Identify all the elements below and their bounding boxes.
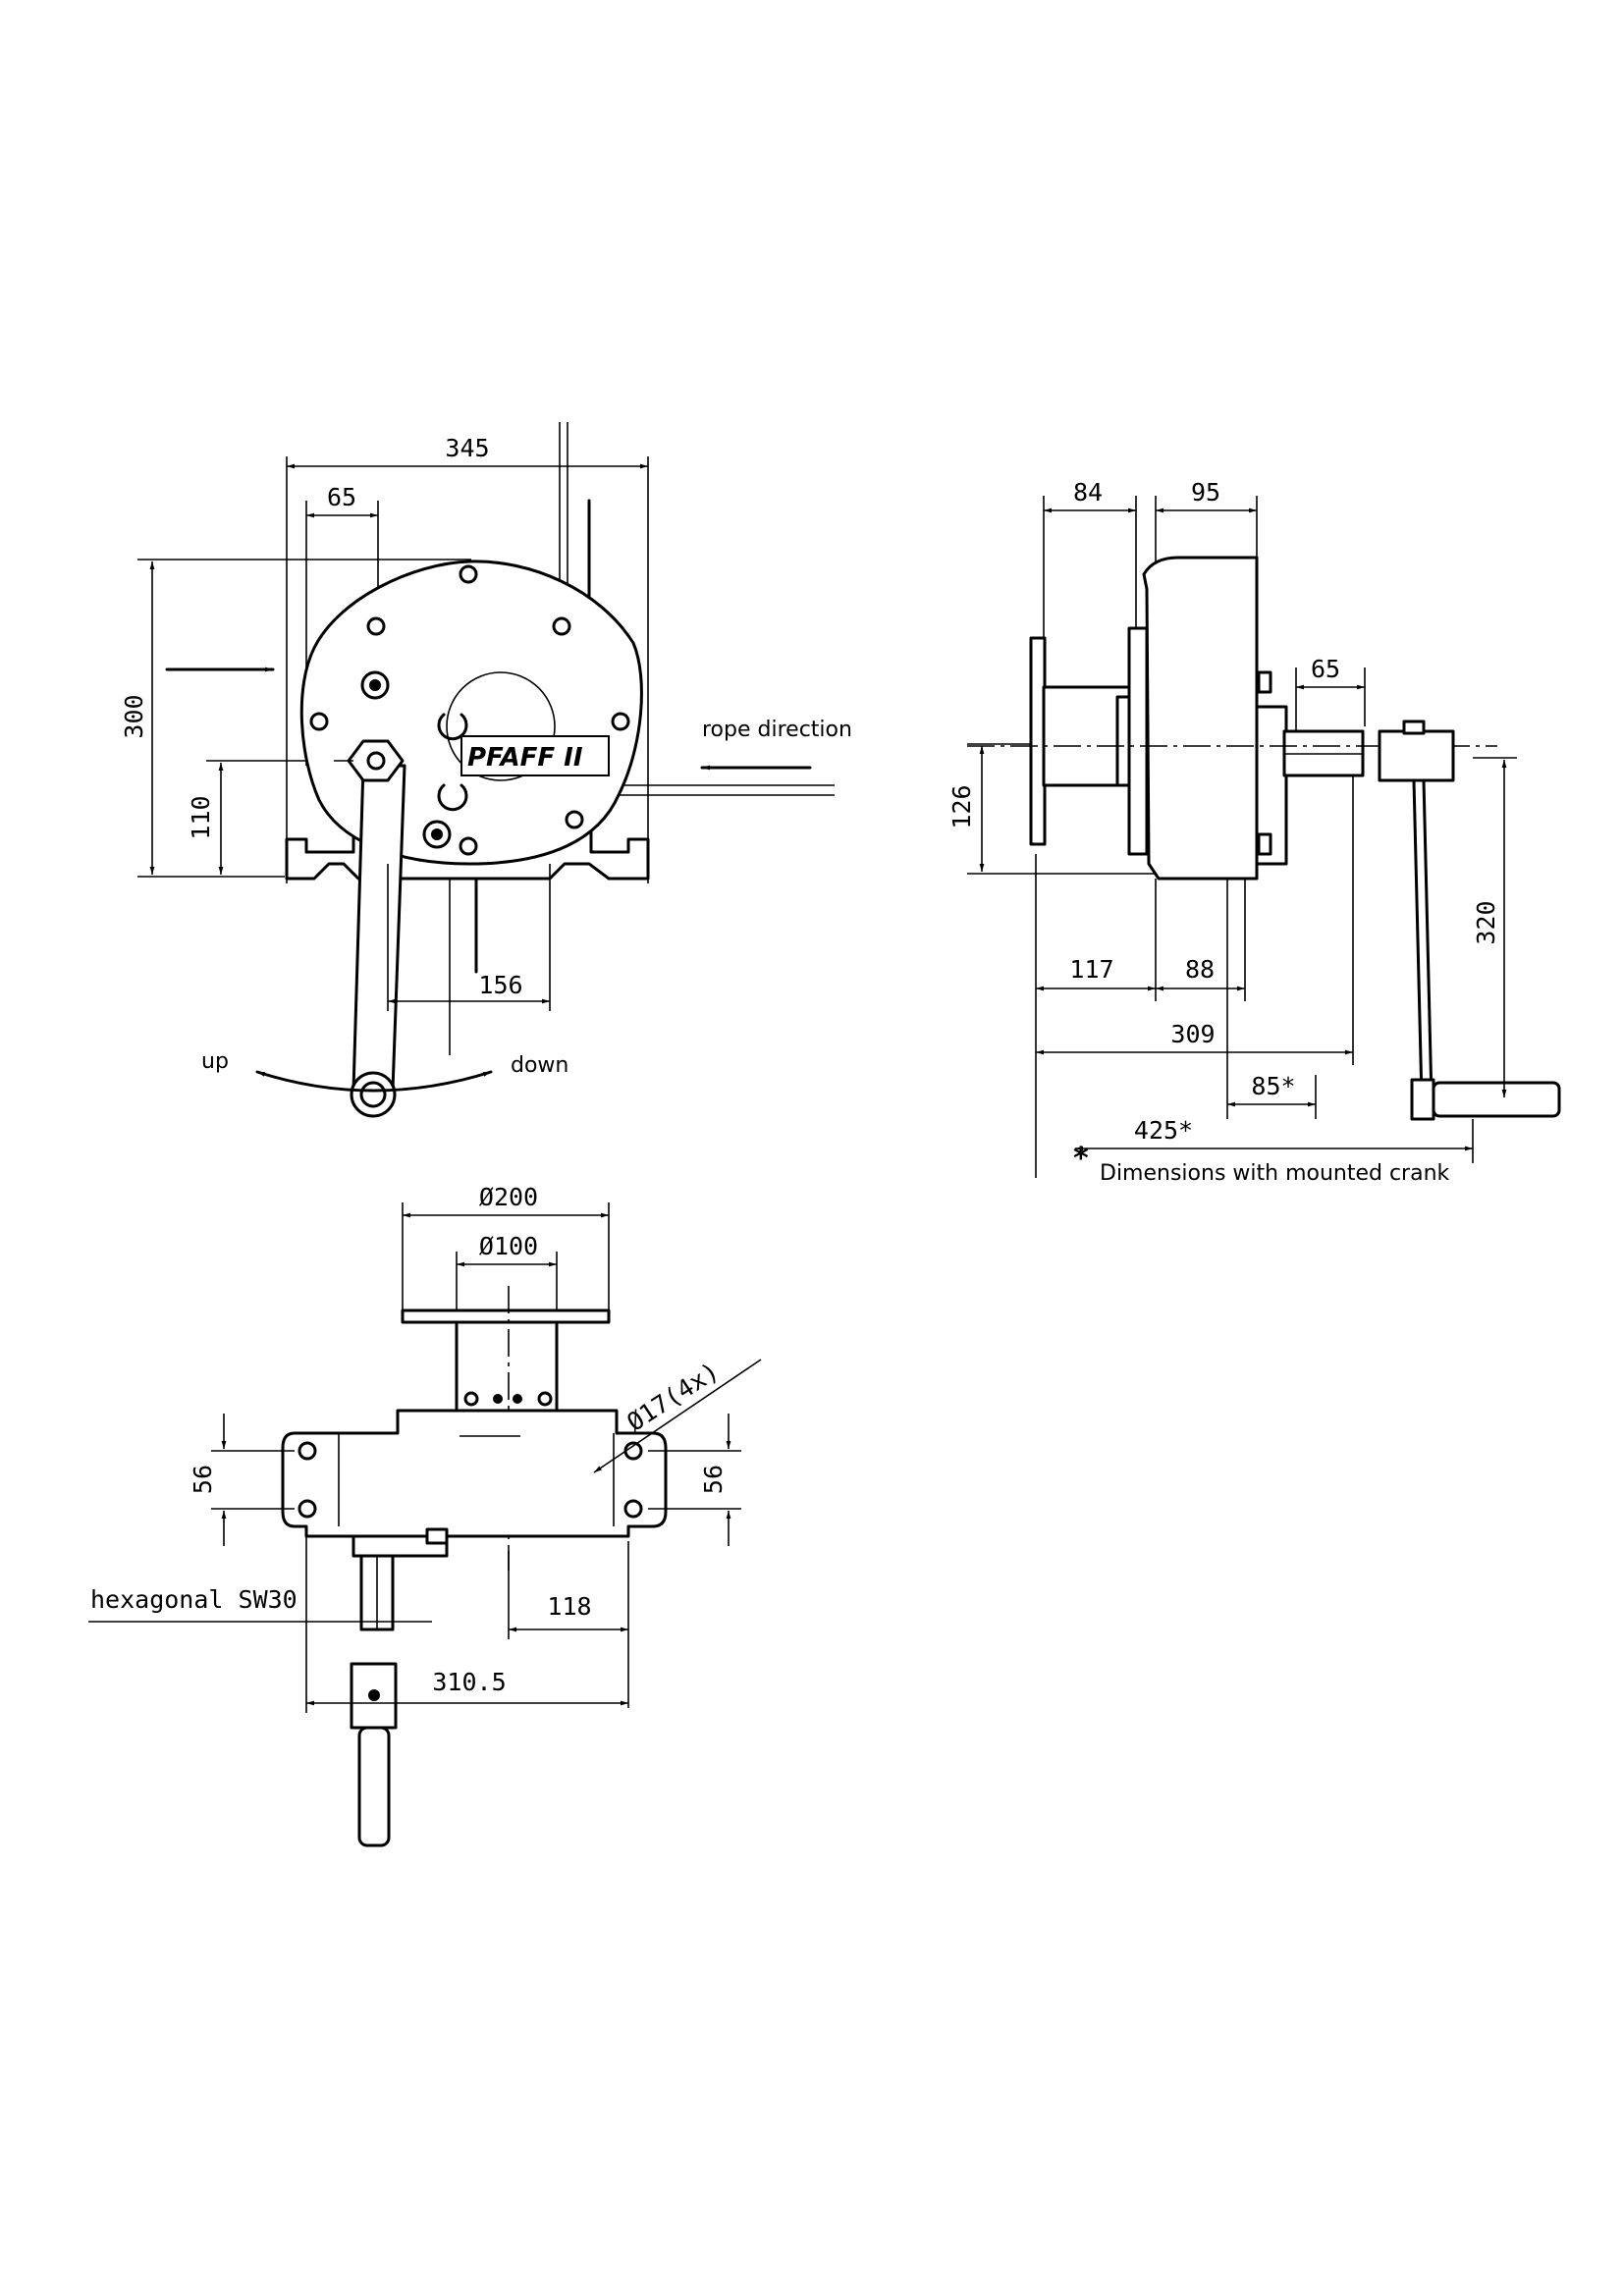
shaft-collar [352,1534,449,1558]
dim-85: 85* [1251,1072,1295,1100]
dim-320: 320 [1472,900,1500,944]
dim-56-left: 56 [189,1465,217,1494]
crank-handle [350,1071,397,1118]
up-label: up [201,1049,229,1074]
front-view: 345 65 300 110 rope direction [120,422,852,1118]
top-housing [281,1409,668,1538]
dim-117: 117 [1069,955,1113,984]
footnote-marker: * [1073,1142,1089,1176]
winch-housing [299,560,643,866]
dim-65: 65 [327,483,356,511]
dim-d200: Ø200 [479,1183,538,1211]
rope-direction-label: rope direction [702,718,852,742]
rotate-icon-up [437,713,468,741]
crank-grip [1432,1081,1561,1118]
dim-300: 300 [120,694,148,738]
dim-126: 126 [947,784,976,828]
logo-text: PFAFF II [467,743,583,773]
dim-d17: Ø17(4x) [622,1357,724,1437]
dim-65-side: 65 [1311,655,1340,683]
brand-logo: PFAFF II [460,735,610,776]
footnote-text: Dimensions with mounted crank [1100,1161,1450,1186]
top-view: Ø200 Ø100 Ø17(4x) 56 [88,1183,762,1847]
drum-circle [446,671,556,781]
crank-arm [352,764,406,1092]
top-crank-grip [357,1726,391,1847]
drum-top-flange [401,1308,611,1324]
dim-118: 118 [547,1592,591,1621]
dim-425: 425* [1134,1116,1193,1145]
dim-309: 309 [1170,1020,1215,1048]
side-view: 84 95 65 126 320 [947,478,1561,1186]
dim-d100: Ø100 [479,1232,538,1260]
dim-88: 88 [1185,955,1215,984]
dim-95: 95 [1191,478,1220,507]
rotate-icon-down [437,783,468,812]
down-label: down [511,1053,568,1078]
crank-hub [1378,729,1455,782]
drum-top [455,1320,559,1413]
hex-label: hexagonal SW30 [90,1585,298,1614]
side-housing [1142,556,1259,881]
crank-arm-side [1412,778,1434,1101]
dim-156: 156 [478,971,522,999]
dim-110: 110 [187,795,215,839]
dim-56-right: 56 [699,1465,728,1494]
dim-345: 345 [445,434,489,462]
dim-310-5: 310.5 [432,1668,506,1696]
rotation-arc [255,1070,493,1093]
dim-84: 84 [1073,478,1103,507]
